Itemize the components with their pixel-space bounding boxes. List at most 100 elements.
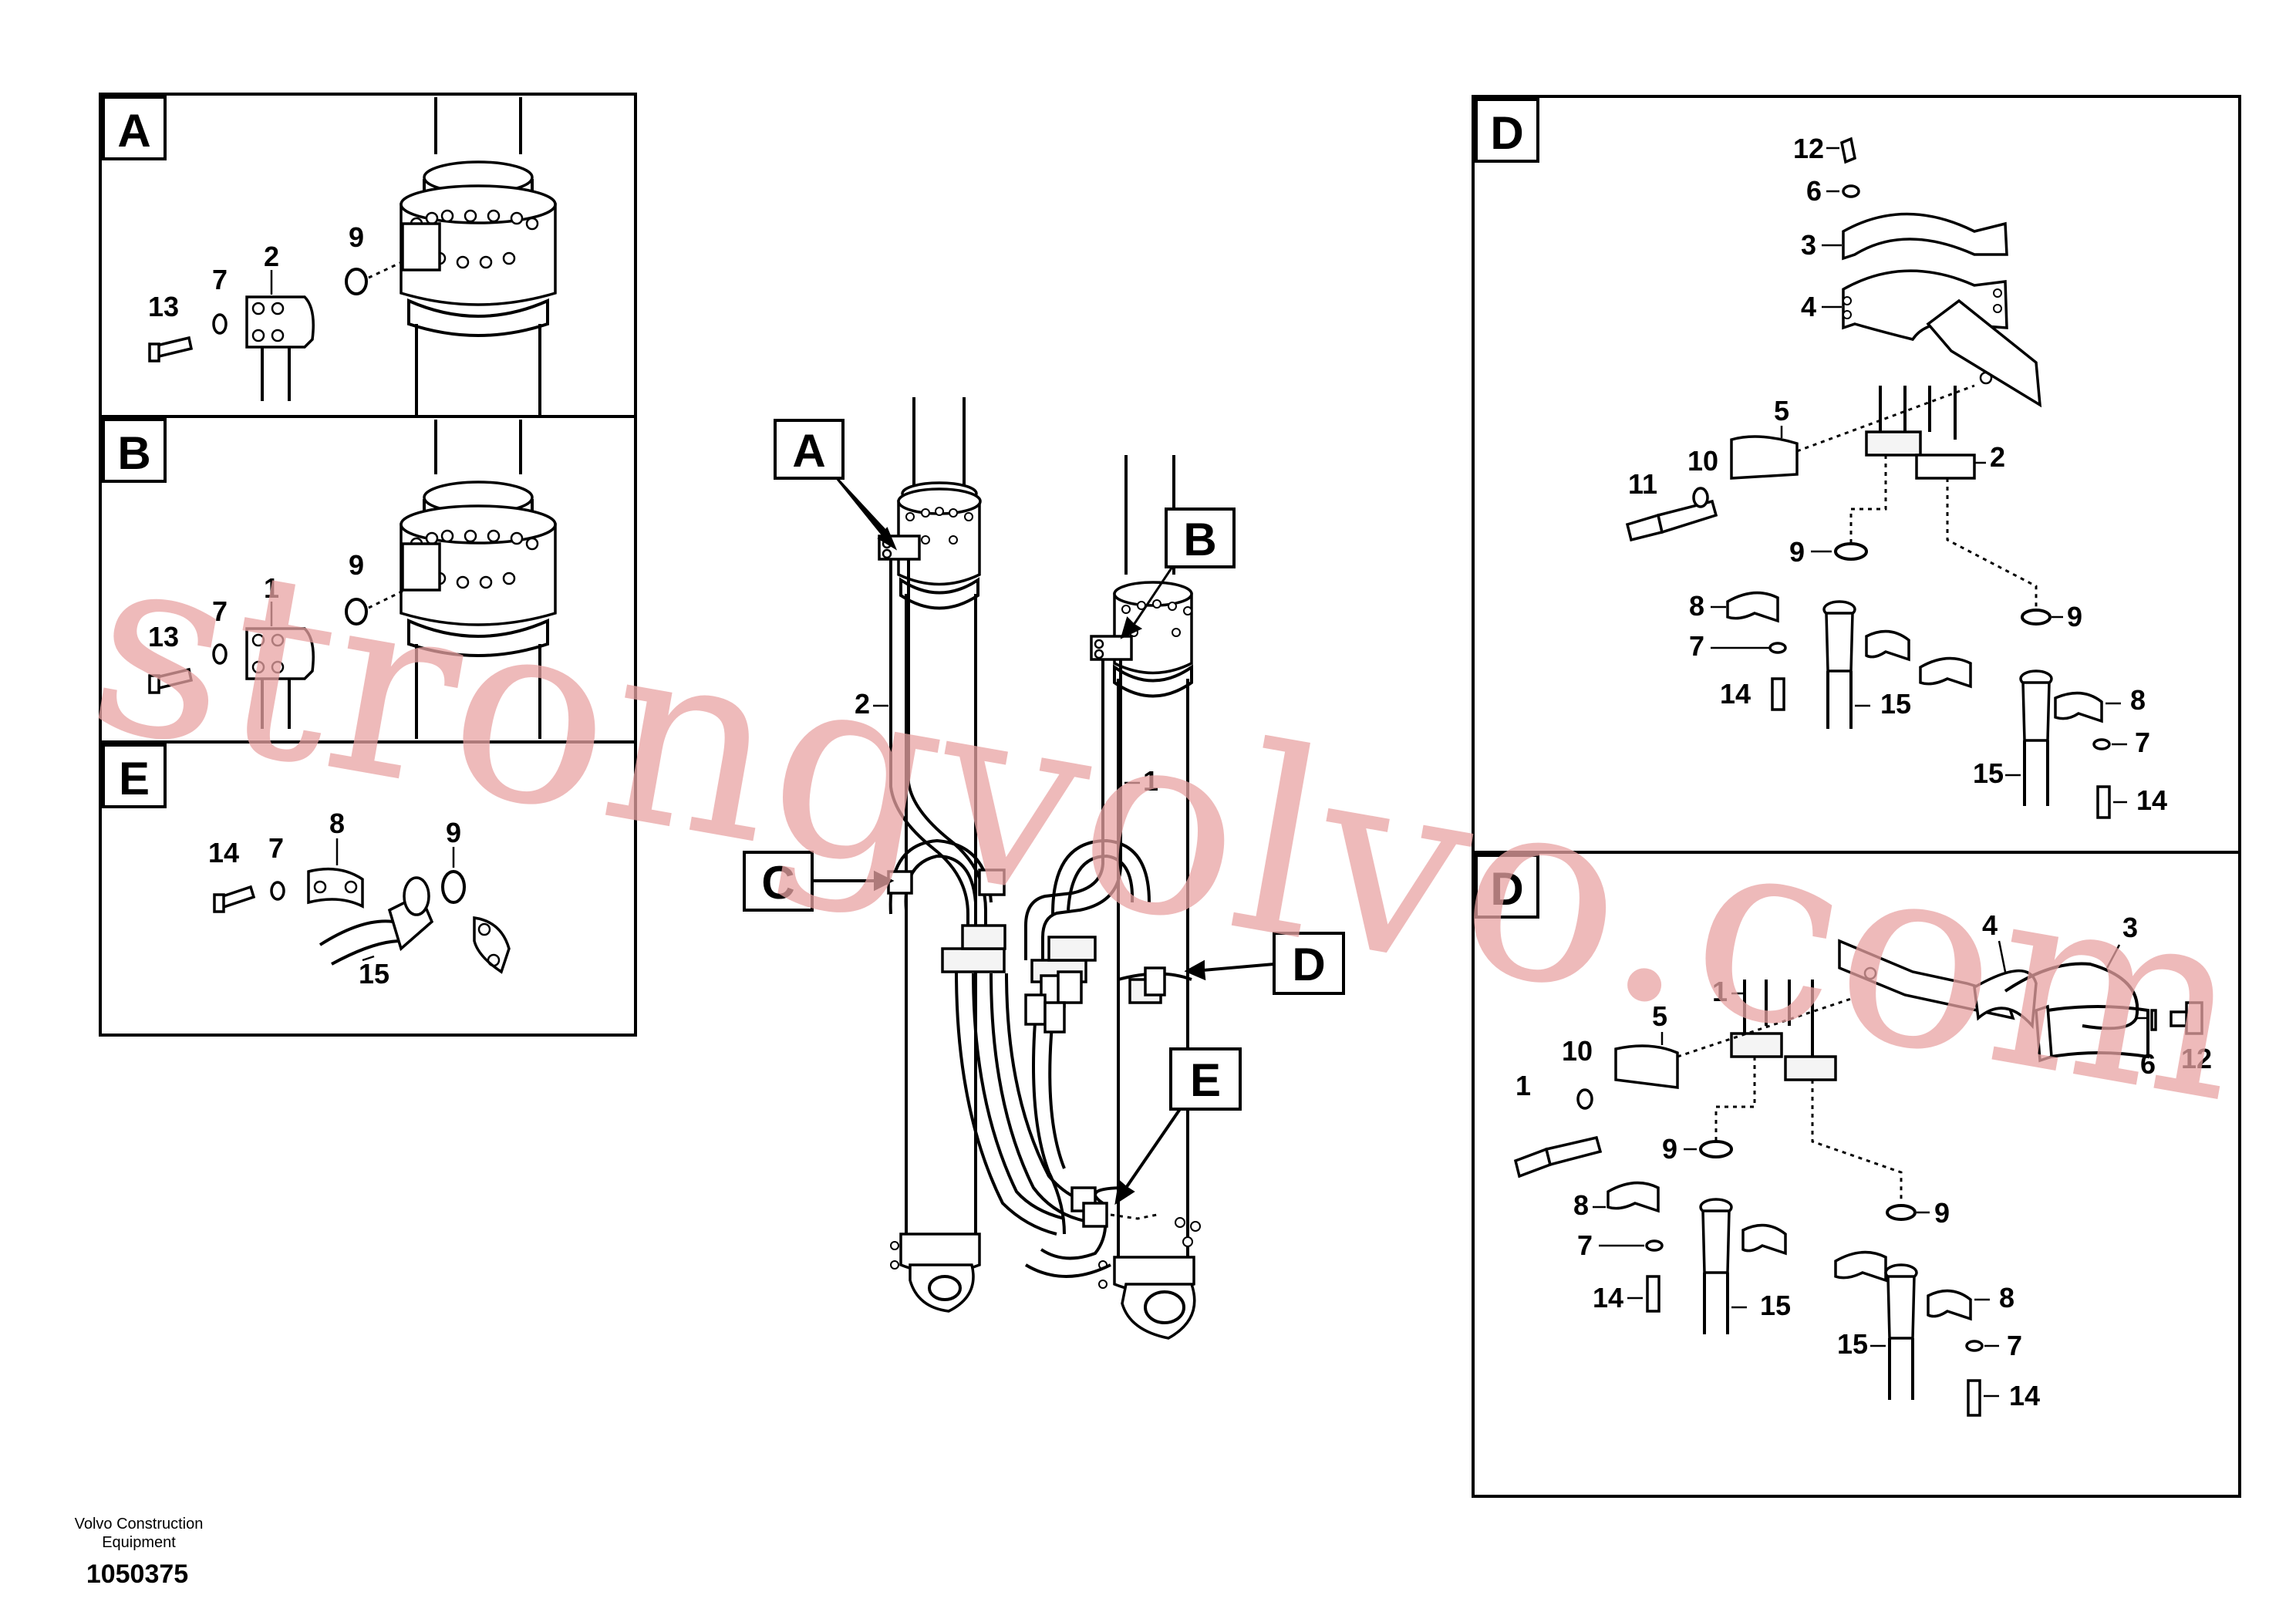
part-number-d2-6: 6 bbox=[2140, 1048, 2156, 1080]
washer-7-e bbox=[270, 881, 285, 901]
part-number-d2-8a: 8 bbox=[1573, 1189, 1589, 1221]
callout-b-label: B bbox=[1183, 514, 1216, 565]
detail-panel-d-upper: D 12 6 3 4 5 2 11 10 bbox=[1472, 95, 2241, 854]
callout-e-label: E bbox=[1190, 1054, 1221, 1106]
bolt-14-d2-b bbox=[1967, 1379, 1981, 1417]
hose-fitting-15-d1-a bbox=[1825, 612, 1854, 673]
panel-b-label: B bbox=[117, 427, 150, 479]
o-ring-9-d1-left bbox=[1834, 542, 1868, 561]
main-assembly-drawing: 2 1 bbox=[855, 397, 1201, 1340]
part-number-e-14: 14 bbox=[208, 837, 239, 868]
detail-panel-d-lower: D 4 3 1 5 1 10 6 12 bbox=[1472, 851, 2241, 1498]
o-ring-9-a bbox=[345, 268, 368, 295]
part-number-a-7: 7 bbox=[212, 264, 228, 295]
clamp-2-d1 bbox=[1915, 454, 1976, 480]
callout-d-main: D bbox=[1184, 932, 1345, 995]
part-number-d2-3: 3 bbox=[2122, 912, 2138, 943]
washer-7-b bbox=[212, 643, 228, 665]
half-flange-8-d1-b bbox=[1919, 656, 1972, 689]
callout-c: C bbox=[743, 851, 895, 912]
part-number-d2-15b: 15 bbox=[1837, 1328, 1868, 1360]
callout-a: A bbox=[774, 419, 898, 551]
part-number-d1-4: 4 bbox=[1801, 291, 1816, 322]
washer-10-d2 bbox=[1576, 1088, 1593, 1110]
part-number-d2-7b: 7 bbox=[2007, 1330, 2022, 1361]
hose-fitting-15-d1-b bbox=[2021, 681, 2051, 742]
half-flange-8-d2-b bbox=[1834, 1250, 1887, 1283]
company-name-line1: Volvo Construction bbox=[75, 1516, 204, 1533]
part-number-e-9: 9 bbox=[446, 817, 461, 848]
o-ring-9-d2-right bbox=[1886, 1204, 1917, 1221]
part-number-b-7: 7 bbox=[212, 595, 228, 627]
part-number-d1-7b: 7 bbox=[2135, 727, 2150, 758]
part-number-a-2: 2 bbox=[264, 241, 279, 272]
half-flange-8-d1-a bbox=[1726, 591, 1779, 623]
cylinder-head-b-drawing bbox=[400, 420, 557, 739]
part-number-d2-9a: 9 bbox=[1662, 1133, 1677, 1165]
panel-a-label: A bbox=[117, 105, 150, 157]
part-number-d2-10: 10 bbox=[1562, 1035, 1593, 1067]
part-number-e-7: 7 bbox=[268, 832, 284, 864]
callout-d-label: D bbox=[1292, 939, 1325, 990]
drawing-number: 1050375 bbox=[86, 1560, 188, 1589]
half-flange-8-e-lower bbox=[473, 916, 511, 974]
o-ring-9-e bbox=[441, 870, 466, 904]
callout-b: B bbox=[1120, 508, 1236, 639]
panel-d1-label: D bbox=[1490, 107, 1523, 159]
part-number-d1-14a: 14 bbox=[1720, 678, 1751, 710]
washer-6-d2 bbox=[2150, 1009, 2157, 1031]
hose-fitting-15-d2-a bbox=[1701, 1209, 1731, 1274]
part-number-d2-8b: 8 bbox=[1999, 1282, 2014, 1313]
part-number-a-9: 9 bbox=[349, 221, 364, 253]
washer-7-a bbox=[212, 313, 228, 335]
panel-d2-label: D bbox=[1490, 863, 1523, 915]
part-number-d2-15a: 15 bbox=[1760, 1290, 1791, 1321]
part-number-d1-8b: 8 bbox=[2130, 684, 2146, 716]
part-number-d2-7a: 7 bbox=[1577, 1229, 1593, 1261]
washer-6-d1 bbox=[1842, 184, 1860, 198]
clamp-5-d2 bbox=[1614, 1044, 1679, 1089]
part-number-d1-15b: 15 bbox=[1973, 757, 2004, 789]
part-number-d1-7a: 7 bbox=[1689, 630, 1704, 662]
part-number-d2-4: 4 bbox=[1982, 909, 1998, 941]
clamp-3-d1 bbox=[1842, 212, 2008, 261]
o-ring-9-b bbox=[345, 598, 368, 626]
part-number-a-13: 13 bbox=[148, 291, 179, 322]
callout-a-label: A bbox=[792, 425, 825, 477]
part-number-d2-5: 5 bbox=[1652, 1000, 1667, 1032]
company-name-line2: Equipment bbox=[102, 1534, 176, 1551]
part-number-main-1: 1 bbox=[1143, 765, 1158, 797]
drawing-footer: Volvo Construction Equipment 1050375 bbox=[75, 1516, 204, 1589]
part-number-d1-14b: 14 bbox=[2136, 784, 2167, 816]
part-number-d1-10: 10 bbox=[1687, 445, 1718, 477]
part-number-d2-1b: 1 bbox=[1515, 1070, 1531, 1101]
part-number-e-8: 8 bbox=[329, 808, 345, 839]
part-number-d1-12: 12 bbox=[1793, 133, 1824, 164]
part-number-d1-5: 5 bbox=[1774, 395, 1789, 427]
part-number-d1-2: 2 bbox=[1990, 441, 2005, 473]
bolt-14-d1-a bbox=[1771, 677, 1785, 711]
part-number-d2-9b: 9 bbox=[1934, 1197, 1950, 1229]
detail-panel-a: A 9 2 7 bbox=[99, 93, 637, 418]
cylinder-head-a-drawing bbox=[400, 97, 557, 416]
part-number-b-1: 1 bbox=[264, 572, 279, 604]
bolt-14-d1-b bbox=[2096, 785, 2111, 819]
part-number-d1-9b: 9 bbox=[2067, 601, 2082, 632]
part-number-d2-1a: 1 bbox=[1712, 976, 1728, 1007]
part-number-d2-14b: 14 bbox=[2009, 1380, 2040, 1411]
part-number-b-13: 13 bbox=[148, 621, 179, 653]
washer-10-d1 bbox=[1692, 487, 1709, 508]
part-number-b-9: 9 bbox=[349, 549, 364, 581]
o-ring-9-d2-left bbox=[1699, 1140, 1733, 1158]
part-number-d1-6: 6 bbox=[1806, 175, 1822, 207]
o-ring-9-d1-right bbox=[2021, 609, 2052, 626]
clamp-5-d1 bbox=[1730, 435, 1799, 480]
bolt-14-d2-a bbox=[1646, 1275, 1660, 1313]
hose-15-e bbox=[319, 919, 402, 966]
part-number-d1-8a: 8 bbox=[1689, 590, 1704, 622]
hose-fitting-15-d2-b bbox=[1886, 1275, 1916, 1340]
part-number-d1-9a: 9 bbox=[1789, 536, 1805, 568]
part-number-main-2: 2 bbox=[855, 688, 870, 720]
part-number-d1-11: 11 bbox=[1628, 468, 1657, 500]
